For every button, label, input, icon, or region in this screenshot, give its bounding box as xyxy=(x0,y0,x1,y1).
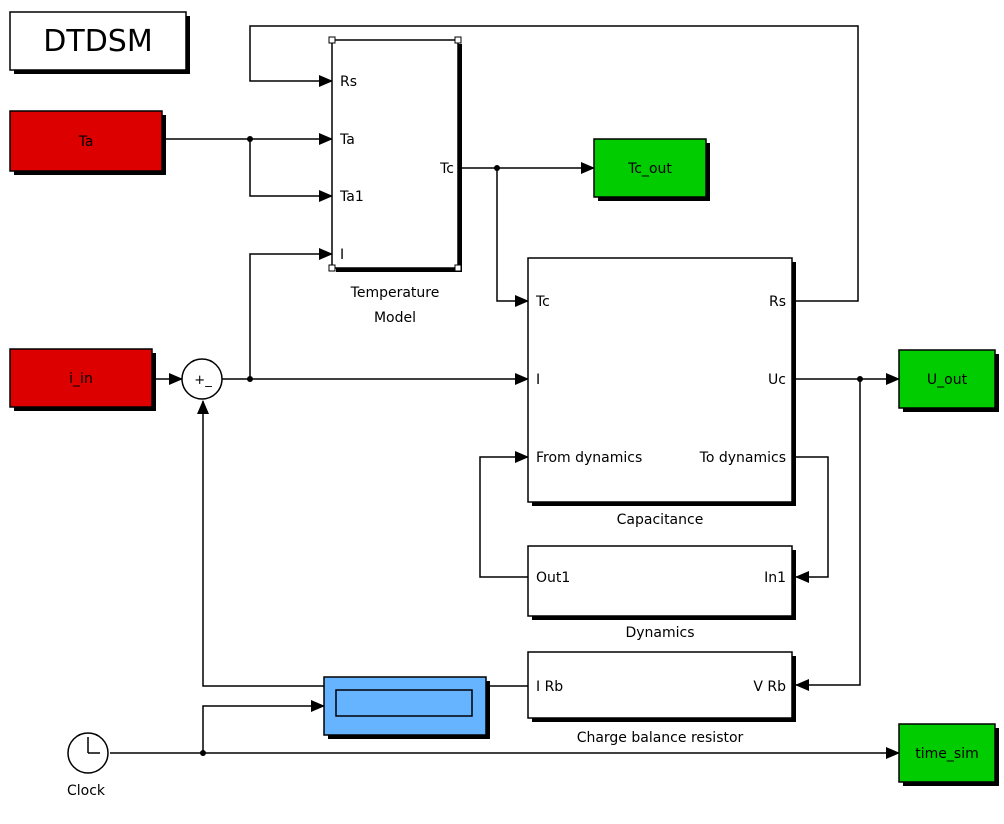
temp-port-tc: Tc xyxy=(439,161,454,177)
line-ta1 xyxy=(249,139,333,202)
i-in-source-label: i_in xyxy=(69,371,93,387)
cb-caption: Charge balance resistor xyxy=(577,730,744,746)
time-sim-label: time_sim xyxy=(915,746,978,762)
tc-out-sink-block[interactable]: Tc_out xyxy=(593,138,710,201)
temp-port-rs: Rs xyxy=(340,74,357,90)
cap-port-to-dynamics: To dynamics xyxy=(699,450,786,466)
time-sim-sink-block[interactable]: time_sim xyxy=(898,723,999,786)
line-uc-vrb xyxy=(795,379,861,691)
ta-source-rect xyxy=(9,110,163,172)
temp-caption-line2: Model xyxy=(374,310,416,326)
time-sim-rect xyxy=(898,723,996,783)
sum-block[interactable]: +_ xyxy=(181,358,223,400)
dyn-caption: Dynamics xyxy=(625,625,694,641)
line-sum-temp xyxy=(249,248,333,379)
line-tc-cap xyxy=(496,168,529,307)
cap-port-i: I xyxy=(536,372,540,388)
cap-port-uc: Uc xyxy=(768,372,786,388)
signal-lines xyxy=(110,25,900,759)
line-clock-display xyxy=(202,700,325,753)
cap-port-tc: Tc xyxy=(535,294,550,310)
display-block[interactable] xyxy=(323,676,490,739)
display-screen xyxy=(335,689,473,717)
dyn-port-in1: In1 xyxy=(764,570,786,586)
i-in-source-block[interactable]: i_in xyxy=(9,348,156,411)
cb-port-irb: I Rb xyxy=(536,679,563,695)
clock-caption: Clock xyxy=(67,783,106,799)
temperature-model-block[interactable]: Rs Ta Ta1 I Tc Temperature Model xyxy=(328,36,462,326)
cap-port-rs: Rs xyxy=(769,294,786,310)
line-todyn-in1 xyxy=(795,456,829,583)
display-rect xyxy=(323,676,487,736)
cap-caption: Capacitance xyxy=(617,512,704,528)
line-rs-feedback xyxy=(249,25,859,302)
line-out1-fromdyn xyxy=(479,451,529,578)
tc-out-label: Tc_out xyxy=(627,161,672,177)
cb-port-vrb: V Rb xyxy=(753,679,786,695)
ta-source-block[interactable]: Ta xyxy=(9,110,166,175)
junction-dots xyxy=(200,136,863,756)
tc-out-rect xyxy=(593,138,707,198)
clock-block[interactable]: Clock xyxy=(67,732,109,799)
diagram-title: DTDSM xyxy=(43,24,152,59)
u-out-sink-block[interactable]: U_out xyxy=(898,349,999,412)
ta-source-label: Ta xyxy=(78,134,94,150)
title-block: DTDSM xyxy=(9,11,190,74)
capacitance-block[interactable]: Tc I From dynamics Rs Uc To dynamics Cap… xyxy=(527,257,796,528)
temp-port-ta: Ta xyxy=(339,132,355,148)
i-in-source-rect xyxy=(9,348,153,408)
temp-caption-line1: Temperature xyxy=(350,285,440,301)
dyn-port-out1: Out1 xyxy=(536,570,570,586)
temp-port-i: I xyxy=(340,247,344,263)
dynamics-block[interactable]: Out1 In1 Dynamics xyxy=(527,545,796,641)
selection-handles xyxy=(328,36,462,272)
temp-port-ta1: Ta1 xyxy=(339,189,364,205)
u-out-label: U_out xyxy=(927,372,968,388)
charge-balance-block[interactable]: I Rb V Rb Charge balance resistor xyxy=(527,651,796,746)
u-out-rect xyxy=(898,349,996,409)
cap-port-from-dynamics: From dynamics xyxy=(536,450,642,466)
sum-signs: +_ xyxy=(194,373,212,388)
